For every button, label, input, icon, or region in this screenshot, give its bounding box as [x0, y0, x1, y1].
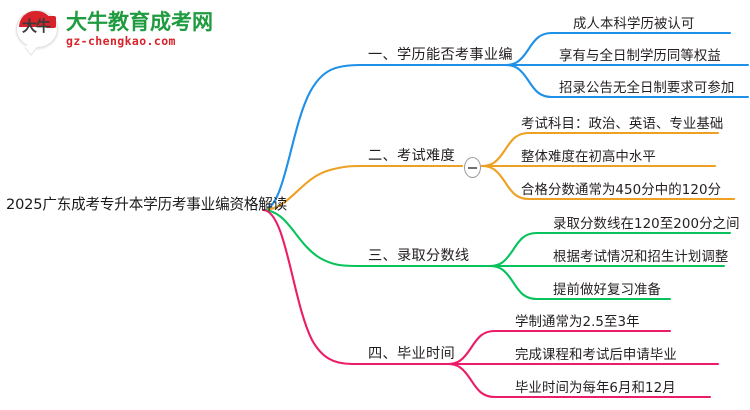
- leaf-node-2-1[interactable]: 考试科目：政治、英语、专业基础: [521, 117, 724, 132]
- leaf-node-4-1[interactable]: 学制通常为2.5至3年: [515, 315, 640, 330]
- branch-1-links: [261, 31, 750, 212]
- leaf-node-1-2[interactable]: 享有与全日制学历同等权益: [559, 49, 721, 64]
- branch-node-1[interactable]: 一、学历能否考事业编: [368, 47, 513, 63]
- leaf-node-3-1[interactable]: 录取分数线在120至200分之间: [553, 217, 740, 232]
- leaf-node-2-3[interactable]: 合格分数通常为450分中的120分: [521, 183, 722, 198]
- leaf-node-4-3[interactable]: 毕业时间为每年6月和12月: [515, 381, 676, 396]
- branch-3-links: [261, 208, 732, 301]
- leaf-node-3-3[interactable]: 提前做好复习准备: [553, 283, 661, 298]
- branch-node-2[interactable]: 二、考试难度: [368, 148, 455, 164]
- branch-node-3[interactable]: 三、录取分数线: [368, 248, 470, 264]
- logo-domain: gz-chengkao.com: [66, 34, 176, 48]
- branch-2-links: [261, 131, 736, 212]
- site-logo[interactable]: 大牛 大牛教育成考网 gz-chengkao.com: [14, 6, 213, 54]
- leaf-node-2-2[interactable]: 整体难度在初高中水平: [521, 150, 656, 165]
- leaf-node-1-3[interactable]: 招录公告无全日制要求可参加: [559, 81, 735, 96]
- logo-mark-text: 大牛: [21, 17, 51, 35]
- branch-node-4[interactable]: 四、毕业时间: [368, 346, 455, 362]
- minus-icon: [468, 167, 477, 169]
- collapse-toggle-branch-2[interactable]: [464, 157, 481, 178]
- leaf-node-1-1[interactable]: 成人本科学历被认可: [573, 17, 695, 32]
- root-node-label[interactable]: 2025广东成考专升本学历考事业编资格解读: [6, 196, 288, 213]
- logo-title: 大牛教育成考网: [66, 10, 213, 34]
- logo-bubble-icon: 大牛: [14, 8, 60, 52]
- leaf-node-3-2[interactable]: 根据考试情况和招生计划调整: [553, 250, 729, 265]
- branch-4-links: [261, 208, 720, 399]
- leaf-node-4-2[interactable]: 完成课程和考试后申请毕业: [515, 348, 677, 363]
